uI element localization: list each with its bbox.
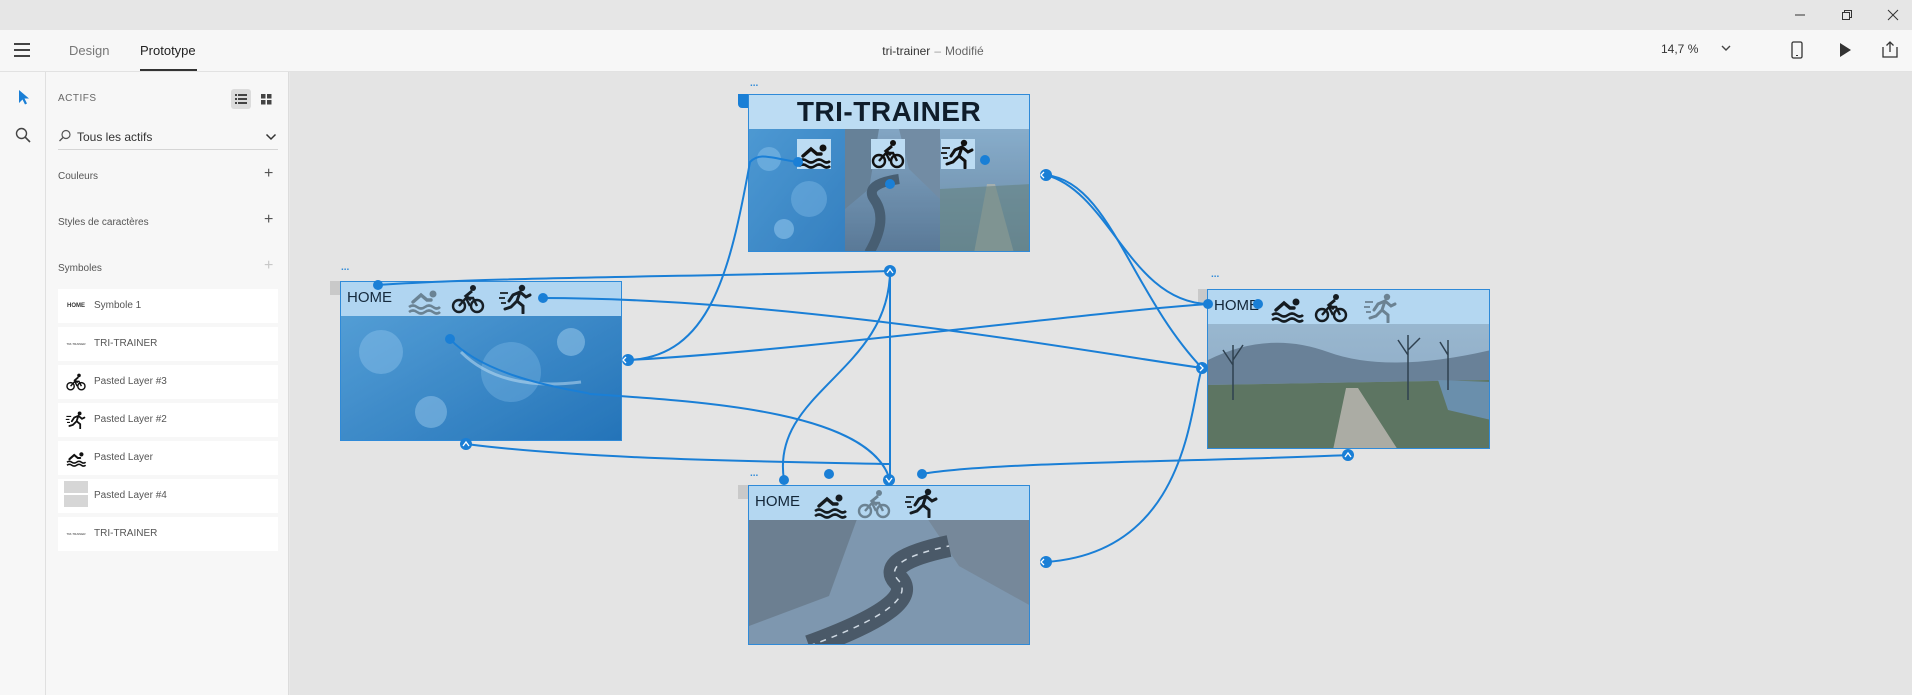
design-canvas[interactable]: ... TRI-TRAINER ...	[290, 72, 1912, 695]
grid-view-icon[interactable]	[256, 89, 276, 109]
restore-icon[interactable]	[1824, 0, 1870, 30]
asset-filter-dropdown[interactable]: Tous les actifs	[58, 124, 278, 150]
symbol-item[interactable]: TRI-TRAINER TRI-TRAINER	[58, 517, 278, 551]
symbol-item[interactable]: Pasted Layer	[58, 441, 278, 475]
close-icon[interactable]	[1870, 0, 1912, 30]
cyclist-icon[interactable]	[451, 284, 485, 314]
symbol-item[interactable]: Pasted Layer #2	[58, 403, 278, 437]
placeholder-thumb	[64, 481, 88, 507]
app-toolbar: Design Prototype tri-trainer–Modifié 14,…	[0, 30, 1912, 72]
section-symbols[interactable]: Symboles	[58, 263, 102, 274]
menu-icon[interactable]	[14, 43, 30, 57]
cyclist-icon	[64, 373, 88, 391]
list-view-icon[interactable]	[231, 89, 251, 109]
runner-icon[interactable]	[941, 139, 975, 169]
section-character-styles[interactable]: Styles de caractères	[58, 217, 149, 228]
symbol-label: Symbole 1	[94, 300, 142, 311]
symbol-thumb-home: HOME	[67, 303, 85, 309]
section-colors[interactable]: Couleurs	[58, 171, 99, 182]
home-label[interactable]: HOME	[1214, 297, 1259, 314]
play-icon[interactable]	[1834, 39, 1856, 61]
symbol-label: TRI-TRAINER	[94, 338, 158, 349]
runner-icon[interactable]	[1364, 293, 1398, 323]
artboard-options-icon[interactable]: ...	[341, 262, 350, 273]
swimmer-icon[interactable]	[813, 489, 847, 519]
symbol-thumb-title: TRI-TRAINER	[66, 532, 86, 536]
minimize-icon[interactable]	[1777, 0, 1823, 30]
chevron-down-icon	[264, 130, 278, 144]
cyclist-icon[interactable]	[871, 139, 905, 169]
symbol-label: TRI-TRAINER	[94, 528, 158, 539]
search-icon	[58, 129, 72, 143]
tool-rail	[0, 72, 46, 695]
artboard-header	[749, 486, 1029, 520]
cyclist-icon[interactable]	[1314, 293, 1348, 323]
symbol-item[interactable]: Pasted Layer #4	[58, 479, 278, 513]
symbol-item[interactable]: TRI-TRAINER TRI-TRAINER	[58, 327, 278, 361]
active-tab-indicator	[140, 69, 197, 71]
runner-icon[interactable]	[905, 488, 939, 518]
swimmer-icon[interactable]	[797, 139, 831, 169]
window-titlebar	[0, 0, 1912, 30]
artboard-swim[interactable]: HOME	[340, 281, 622, 441]
home-label[interactable]: HOME	[755, 493, 800, 510]
assets-header: ACTIFS	[58, 93, 97, 104]
chevron-down-icon[interactable]	[1720, 41, 1732, 53]
artboard-tab-marker	[738, 485, 748, 499]
search-icon[interactable]	[12, 124, 34, 146]
home-artboard-marker[interactable]	[738, 94, 748, 108]
selection-tint	[1208, 290, 1489, 448]
symbol-list: HOME Symbole 1 TRI-TRAINER TRI-TRAINER P…	[58, 289, 278, 555]
artboard-tab-marker	[1198, 289, 1207, 303]
add-symbol-icon: +	[264, 257, 274, 274]
symbol-label: Pasted Layer #2	[94, 414, 167, 425]
artboard-tri-trainer[interactable]: TRI-TRAINER	[748, 94, 1030, 252]
cyclist-icon[interactable]	[857, 489, 891, 519]
swimmer-icon[interactable]	[1270, 293, 1304, 323]
runner-icon[interactable]	[499, 284, 533, 314]
symbol-label: Pasted Layer #3	[94, 376, 167, 387]
add-character-style-icon[interactable]: +	[264, 211, 274, 228]
zoom-level[interactable]: 14,7 %	[1661, 42, 1699, 56]
symbol-thumb-title: TRI-TRAINER	[66, 342, 86, 346]
app-title: TRI-TRAINER	[796, 96, 982, 127]
artboard-header	[749, 95, 1029, 129]
document-status: Modifié	[945, 44, 984, 58]
symbol-item[interactable]: HOME Symbole 1	[58, 289, 278, 323]
document-title: tri-trainer–Modifié	[0, 44, 1866, 58]
selection-tint	[749, 486, 1029, 644]
document-name: tri-trainer	[882, 44, 931, 58]
asset-filter-label: Tous les actifs	[77, 130, 153, 144]
tab-prototype[interactable]: Prototype	[140, 43, 196, 58]
artboard-run[interactable]: HOME	[1207, 289, 1490, 449]
home-label[interactable]: HOME	[347, 289, 392, 306]
artboard-tab-marker	[330, 281, 340, 295]
tab-design[interactable]: Design	[69, 43, 110, 58]
runner-icon	[64, 411, 88, 429]
symbol-label: Pasted Layer #4	[94, 490, 167, 501]
artboard-options-icon[interactable]: ...	[750, 468, 759, 479]
symbol-item[interactable]: Pasted Layer #3	[58, 365, 278, 399]
swimmer-icon[interactable]	[407, 285, 441, 315]
add-color-icon[interactable]: +	[264, 165, 274, 182]
share-icon[interactable]	[1879, 39, 1901, 61]
symbol-label: Pasted Layer	[94, 452, 153, 463]
assets-panel: ACTIFS Tous les actifs Couleurs + Styles…	[46, 72, 289, 695]
title-separator: –	[934, 44, 941, 58]
select-tool-icon[interactable]	[12, 86, 34, 108]
artboard-bike[interactable]: HOME	[748, 485, 1030, 645]
mobile-preview-icon[interactable]	[1786, 39, 1808, 61]
artboard-options-icon[interactable]: ...	[1211, 269, 1220, 280]
artboard-options-icon[interactable]: ...	[750, 78, 759, 89]
swimmer-icon	[64, 449, 88, 467]
selection-tint	[341, 282, 621, 440]
